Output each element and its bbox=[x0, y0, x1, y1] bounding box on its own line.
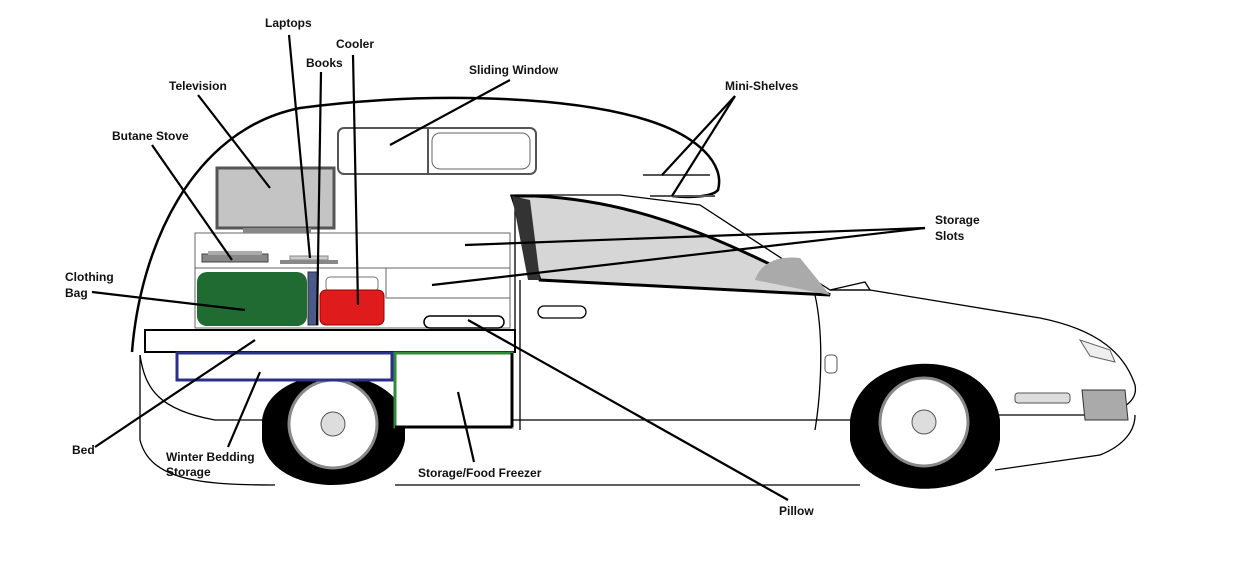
label-books: Books bbox=[306, 56, 343, 70]
label-clothing-bag-2: Bag bbox=[65, 286, 88, 300]
clothing-bag bbox=[197, 272, 307, 326]
label-storage-food-freezer: Storage/Food Freezer bbox=[418, 466, 542, 480]
butane-stove bbox=[201, 253, 269, 263]
label-storage-slots: Storage bbox=[935, 213, 980, 227]
label-clothing-bag: Clothing bbox=[65, 270, 114, 284]
television bbox=[215, 166, 336, 233]
label-sliding-window: Sliding Window bbox=[469, 63, 559, 77]
label-television: Television bbox=[169, 79, 227, 93]
rear-wheel bbox=[262, 375, 405, 485]
label-storage-slots-2: Slots bbox=[935, 229, 965, 243]
label-laptops: Laptops bbox=[265, 16, 312, 30]
label-butane-stove: Butane Stove bbox=[112, 129, 189, 143]
label-winter-bedding: Winter Bedding bbox=[166, 450, 255, 464]
laptops bbox=[280, 260, 338, 264]
pillow bbox=[423, 315, 505, 329]
label-mini-shelves: Mini-Shelves bbox=[725, 79, 799, 93]
storage-food-freezer bbox=[393, 351, 514, 429]
label-pillow: Pillow bbox=[779, 504, 814, 518]
leader-lines bbox=[91, 34, 926, 501]
label-cooler: Cooler bbox=[336, 37, 374, 51]
label-winter-bedding-2: Storage bbox=[166, 465, 211, 479]
label-bed: Bed bbox=[72, 443, 95, 457]
camper-shell bbox=[130, 96, 721, 353]
car-body bbox=[139, 194, 1137, 486]
front-wheel bbox=[850, 363, 1000, 489]
cooler bbox=[319, 289, 385, 326]
bed-platform bbox=[144, 329, 516, 353]
winter-bedding-storage bbox=[175, 351, 394, 382]
